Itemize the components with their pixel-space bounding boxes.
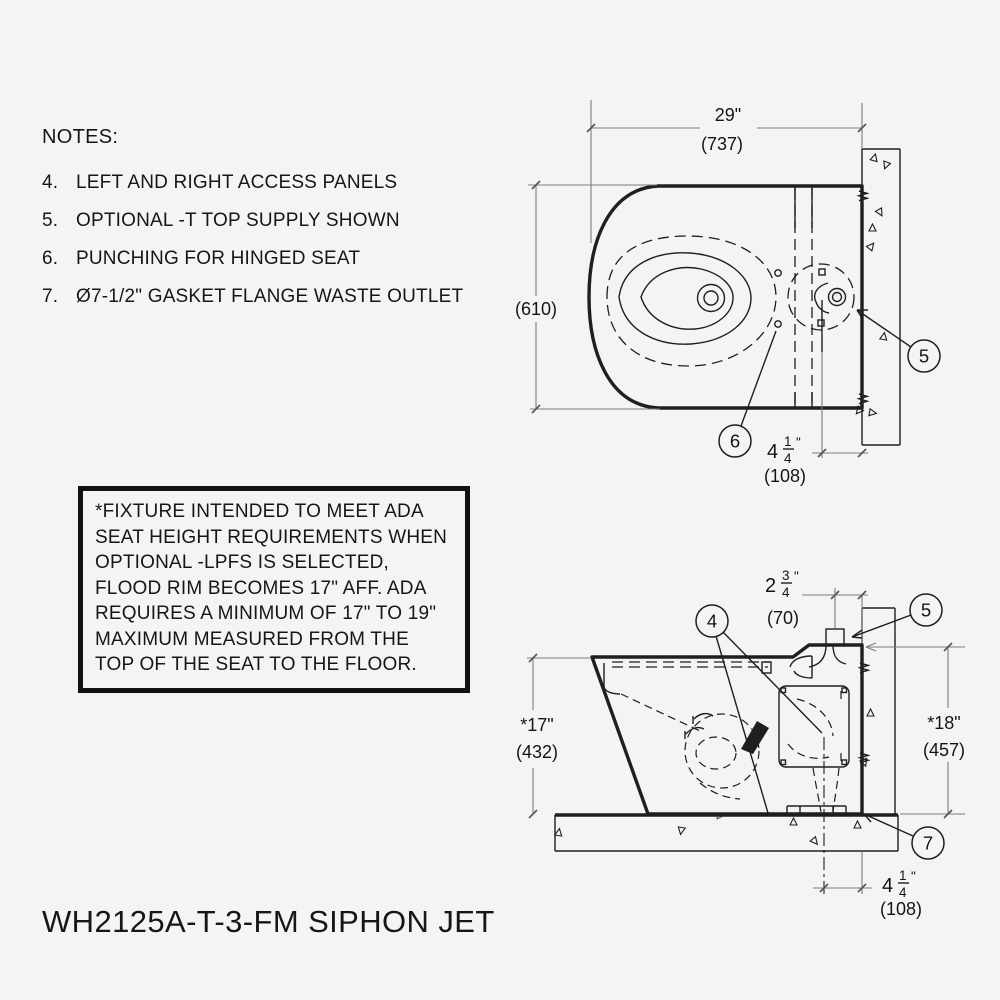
seat-punch-hole-top <box>774 269 782 277</box>
dim-outlet-offset: 4 1 4 " (108) <box>813 852 922 919</box>
dim-supply-whole: 2 <box>765 575 776 597</box>
flood-rim-outline <box>618 252 752 345</box>
balloon-6-label: 6 <box>730 431 740 452</box>
note-text: OPTIONAL -T TOP SUPPLY SHOWN <box>76 210 400 231</box>
balloon-5-side-label: 5 <box>921 600 931 621</box>
dim-rim-inch-label: *17" <box>520 715 553 735</box>
note-number: 7. <box>42 286 59 307</box>
ada-line: MAXIMUM MEASURED FROM THE <box>95 628 409 650</box>
balloon-6: 6 <box>718 330 777 458</box>
top-view-drawing: 29" (737) (610) 4 1 4 " (108) <box>515 100 941 486</box>
drawing-title: WH2125A-T-3-FM SIPHON JET <box>42 904 495 939</box>
dim-supply-offset-top-view: 4 1 4 " (108) <box>764 352 868 486</box>
dim-outlet-mm-label: (108) <box>880 899 922 919</box>
ada-line: TOP OF THE SEAT TO THE FLOOR. <box>95 654 417 675</box>
notes-heading: NOTES: <box>42 126 119 148</box>
dim-offset-num: 1 <box>784 434 792 449</box>
dim-depth-mm-label: (610) <box>515 299 557 319</box>
ada-line: OPTIONAL -LPFS IS SELECTED, <box>95 552 389 573</box>
ada-line: SEAT HEIGHT REQUIREMENTS WHEN <box>95 526 448 548</box>
balloon-5-side-view: 5 <box>851 593 943 639</box>
bowl-outline-top-view <box>587 184 864 410</box>
dim-width-mm-label: (737) <box>701 134 743 154</box>
top-supply-connection <box>787 263 855 352</box>
floor-section <box>554 813 899 852</box>
ada-line: *FIXTURE INTENDED TO MEET ADA <box>95 501 424 522</box>
note-number: 4. <box>42 172 59 193</box>
dim-supply-mm-label: (70) <box>767 608 799 628</box>
dim-offset-whole: 4 <box>767 441 778 463</box>
ada-line: FLOOD RIM BECOMES 17" AFF. ADA <box>95 577 427 599</box>
dim-outlet-whole: 4 <box>882 875 893 897</box>
bowl-outline-side-view <box>590 643 864 816</box>
dim-offset-den: 4 <box>784 451 792 466</box>
access-panel <box>778 685 850 768</box>
balloon-5-top-view: 5 <box>856 309 941 373</box>
dim-outlet-num: 1 <box>899 868 907 883</box>
dim-rim-mm-label: (432) <box>516 742 558 762</box>
balloon-7-label: 7 <box>923 833 933 854</box>
note-item-7: 7. Ø7-1/2" GASKET FLANGE WASTE OUTLET <box>42 286 522 308</box>
note-item-6: 6. PUNCHING FOR HINGED SEAT <box>42 248 522 270</box>
ada-note-box: *FIXTURE INTENDED TO MEET ADA SEAT HEIGH… <box>78 486 470 693</box>
dim-rim-height: *17" (432) <box>516 653 590 819</box>
wall-section-side-view <box>859 607 896 815</box>
dim-height-inch-label: *18" <box>927 713 960 733</box>
balloon-7: 7 <box>863 813 945 860</box>
dim-supply-den: 4 <box>782 585 790 600</box>
wall-section-top-view <box>853 148 901 446</box>
note-text: PUNCHING FOR HINGED SEAT <box>76 248 361 269</box>
dim-offset-unit: " <box>796 435 801 450</box>
seat-punch-side <box>761 661 772 674</box>
seat-outline-hidden <box>606 235 777 367</box>
note-text: Ø7-1/2" GASKET FLANGE WASTE OUTLET <box>76 286 464 307</box>
trapway-hidden-lines <box>620 693 769 800</box>
water-surface-outline <box>640 266 734 330</box>
dim-outlet-unit: " <box>911 869 916 884</box>
note-text: LEFT AND RIGHT ACCESS PANELS <box>76 172 398 193</box>
notes-block: NOTES: 4. LEFT AND RIGHT ACCESS PANELS 5… <box>42 126 522 324</box>
balloon-5-top-label: 5 <box>919 346 929 367</box>
dim-total-height: *18" (457) <box>865 642 965 819</box>
waste-outlet-flange <box>786 737 847 895</box>
note-number: 5. <box>42 210 59 231</box>
rim-section-line <box>603 663 621 695</box>
dim-width-inch-label: 29" <box>715 105 741 125</box>
ada-line: REQUIRES A MINIMUM OF 17" TO 19" <box>95 603 437 624</box>
dim-offset-mm-label: (108) <box>764 466 806 486</box>
seat-punch-hole-bottom <box>774 320 782 328</box>
dim-depth-610: (610) <box>515 180 660 414</box>
note-item-5: 5. OPTIONAL -T TOP SUPPLY SHOWN <box>42 210 522 232</box>
dim-height-mm-label: (457) <box>923 740 965 760</box>
dim-width-29in: 29" (737) <box>586 100 867 243</box>
note-number: 6. <box>42 248 59 269</box>
jet-hole <box>696 283 726 313</box>
dim-supply-height: 2 3 4 " (70) <box>765 568 868 643</box>
side-view-drawing: *17" (432) *18" (457) 2 3 4 " <box>516 568 965 919</box>
top-supply-spud <box>789 628 847 679</box>
balloon-4-label: 4 <box>707 611 717 632</box>
note-item-4: 4. LEFT AND RIGHT ACCESS PANELS <box>42 172 522 194</box>
dim-outlet-den: 4 <box>899 885 907 900</box>
dim-supply-unit: " <box>794 569 799 584</box>
dim-supply-num: 3 <box>782 568 790 583</box>
balloon-4: 4 <box>695 604 823 814</box>
